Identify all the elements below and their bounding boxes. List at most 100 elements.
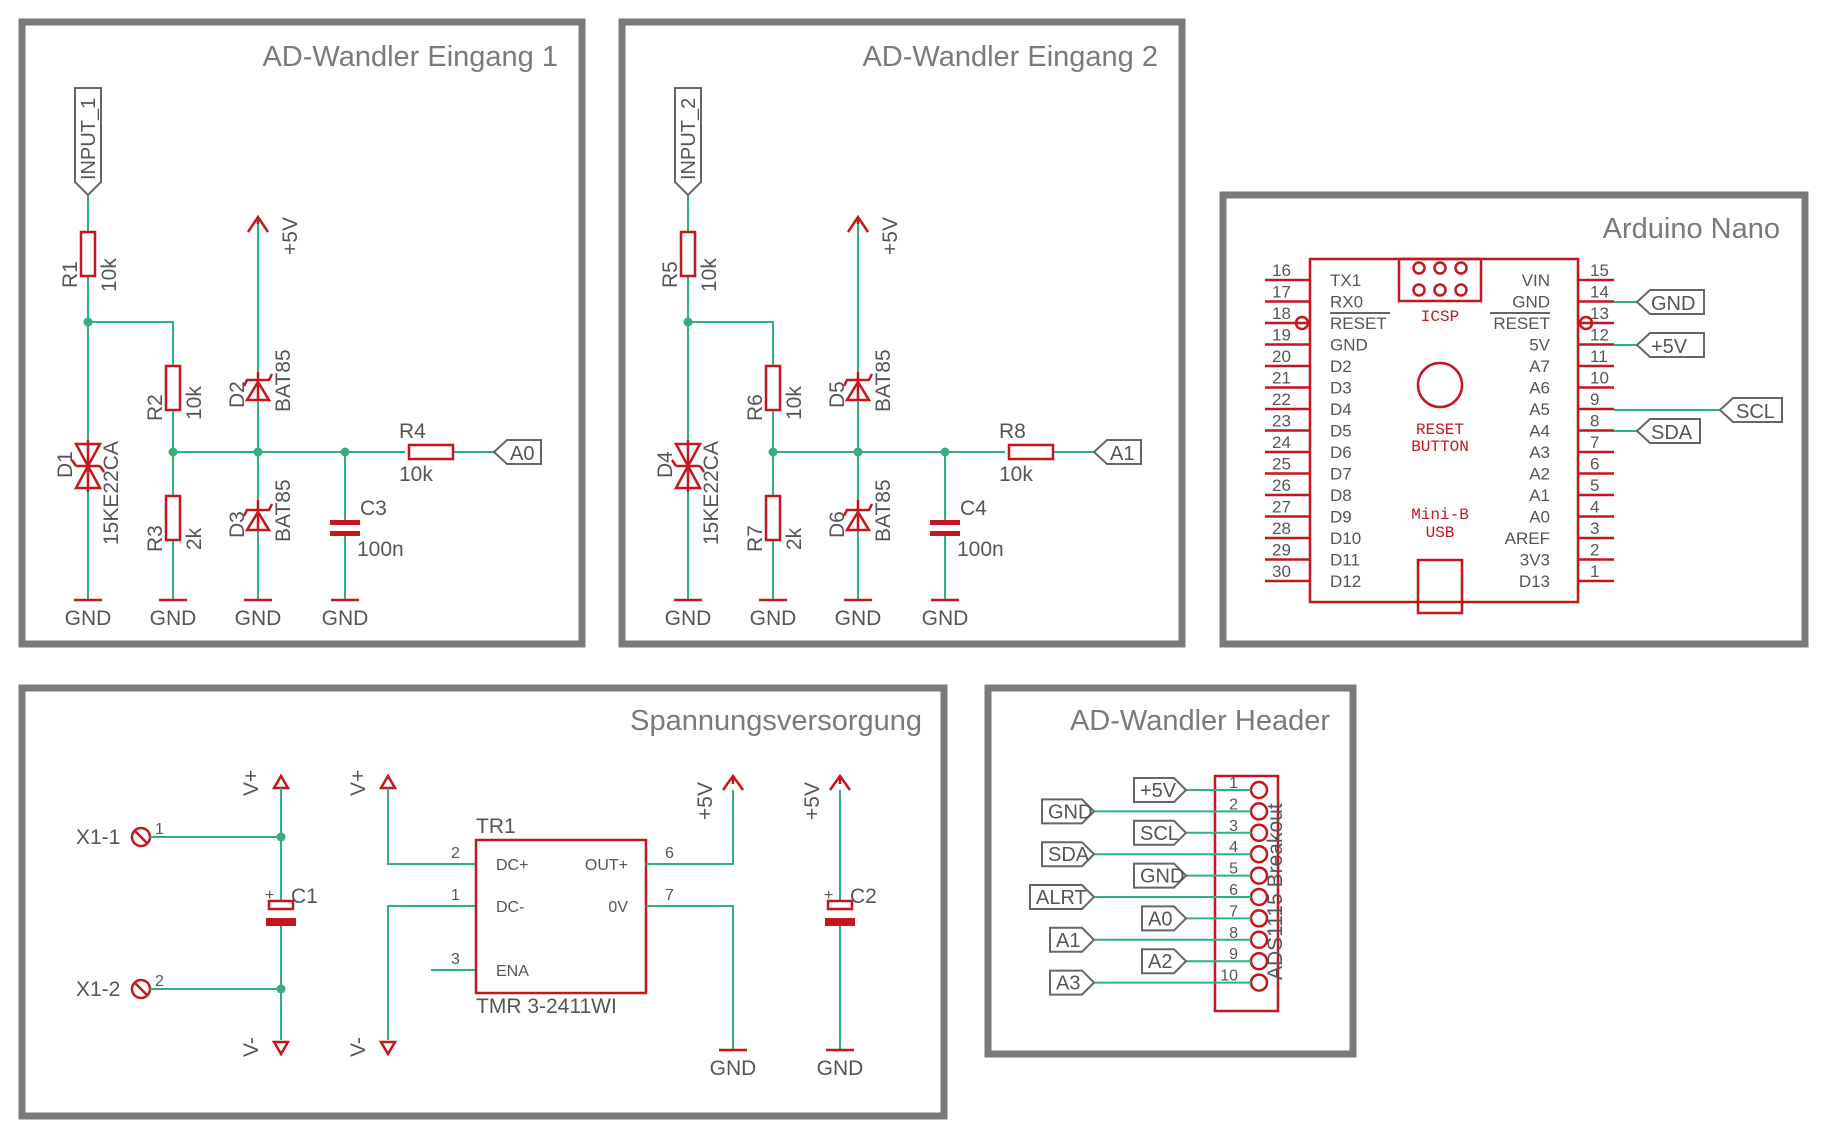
terminal-pin-1: 1 bbox=[155, 821, 164, 838]
nano-right-pin-name: A6 bbox=[1529, 379, 1550, 398]
c4-value: 100n bbox=[957, 538, 1004, 561]
dcdc-converter-tr1 bbox=[474, 838, 648, 995]
nano-right-pin-number: 15 bbox=[1590, 261, 1609, 280]
nano-left-pin-name: D7 bbox=[1330, 465, 1352, 484]
supply-5v-label-2: +5V bbox=[879, 217, 902, 255]
nano-right-pin-number: 5 bbox=[1590, 476, 1599, 495]
nano-right-pin-number: 8 bbox=[1590, 412, 1599, 431]
nano-left-pin-number: 17 bbox=[1272, 283, 1291, 302]
c3-value: 100n bbox=[357, 538, 404, 561]
net-label-sda bbox=[1635, 418, 1701, 444]
header-net-label bbox=[1041, 841, 1096, 868]
tvs-diode-d1 bbox=[70, 440, 106, 492]
diode-d3 bbox=[242, 500, 274, 532]
net-label-a0 bbox=[492, 439, 542, 465]
d6-value: BAT85 bbox=[872, 479, 895, 542]
header-pin-icon bbox=[1249, 973, 1269, 992]
r7-name: R7 bbox=[744, 525, 767, 552]
icsp-label: ICSP bbox=[1421, 308, 1459, 326]
net-label-scl bbox=[1718, 397, 1783, 423]
nano-left-pin-number: 16 bbox=[1272, 261, 1291, 280]
gnd-label: GND bbox=[710, 1057, 757, 1080]
circuit-adc-input-1: INPUT_1 R1 10k D1 15KE22CA R2 10k R3 2k bbox=[54, 87, 542, 630]
frame-adc-input-2 bbox=[618, 18, 1186, 648]
header-net-label bbox=[1049, 926, 1096, 953]
icsp-header bbox=[1397, 257, 1483, 303]
resistor-r7 bbox=[764, 494, 782, 542]
nano-left-pin-name: D8 bbox=[1330, 486, 1352, 505]
net-label-a1 bbox=[1092, 439, 1142, 465]
nano-left-pin-number: 30 bbox=[1272, 562, 1291, 581]
reset-button-icon bbox=[1416, 361, 1464, 409]
tr1-pin-outplus: OUT+ bbox=[585, 857, 628, 874]
gnd-label: GND bbox=[665, 607, 712, 630]
usb-label-2: USB bbox=[1426, 524, 1455, 542]
r5-name: R5 bbox=[659, 261, 682, 288]
c1-name: C1 bbox=[291, 885, 318, 908]
nano-right-pin-number: 9 bbox=[1590, 390, 1599, 409]
nano-left-pin-name: D9 bbox=[1330, 508, 1352, 527]
circuit-adc-input-2: INPUT_2 R5 10k D4 15KE22CA R6 10k R7 2k … bbox=[654, 87, 1142, 630]
header-net-label bbox=[1133, 777, 1188, 803]
nano-left-pin-number: 26 bbox=[1272, 476, 1291, 495]
nano-left-pin-name: D6 bbox=[1330, 443, 1352, 462]
header-pin-number: 2 bbox=[1229, 796, 1238, 813]
gnd-label: GND bbox=[322, 607, 369, 630]
nano-left-pin-number: 23 bbox=[1272, 412, 1291, 431]
header-net-label bbox=[1133, 862, 1188, 889]
diode-d2 bbox=[242, 372, 274, 402]
nano-right-pin-number: 13 bbox=[1590, 304, 1609, 323]
resistor-r6 bbox=[764, 364, 782, 412]
tr1-pin-ena: ENA bbox=[496, 963, 529, 980]
r1-name: R1 bbox=[59, 261, 82, 288]
header-net-text: ALRT bbox=[1036, 887, 1087, 909]
header-net-text: +5V bbox=[1140, 780, 1177, 802]
net-sda-text: SDA bbox=[1651, 422, 1693, 444]
r8-value: 10k bbox=[999, 463, 1033, 486]
r2-value: 10k bbox=[183, 386, 206, 420]
r4-value: 10k bbox=[399, 463, 433, 486]
r5-value: 10k bbox=[698, 258, 721, 292]
header-net-text: A0 bbox=[1148, 908, 1172, 930]
nano-right-pin-name: AREF bbox=[1505, 529, 1550, 548]
nano-right-pin-name: A7 bbox=[1529, 357, 1550, 376]
d1-name: D1 bbox=[54, 451, 77, 478]
nano-right-pin-name: A4 bbox=[1529, 422, 1550, 441]
nano-left-pin-number: 29 bbox=[1272, 541, 1291, 560]
diode-d6 bbox=[842, 500, 874, 532]
capacitor-c1 bbox=[266, 899, 296, 926]
header-connector bbox=[1213, 774, 1280, 1013]
frame-title-arduino-nano: Arduino Nano bbox=[1603, 213, 1780, 245]
header-net-text: A3 bbox=[1056, 973, 1080, 995]
tr1-pin-dcminus: DC- bbox=[496, 899, 524, 916]
supply-5v-label-3: +5V bbox=[694, 782, 717, 820]
nano-left-pin-name: GND bbox=[1330, 336, 1368, 355]
d4-name: D4 bbox=[654, 451, 677, 478]
nano-left-pin-name: D3 bbox=[1330, 379, 1352, 398]
nano-right-pin-number: 6 bbox=[1590, 455, 1599, 474]
c1-plus: + bbox=[265, 887, 274, 904]
capacitor-c4 bbox=[930, 520, 960, 536]
d1-value: 15KE22CA bbox=[100, 441, 123, 545]
frame-adc-input-1 bbox=[18, 18, 586, 648]
nano-left-pin-name: D2 bbox=[1330, 357, 1352, 376]
nano-left-pin-number: 20 bbox=[1272, 347, 1291, 366]
usb-label-1: Mini-B bbox=[1411, 506, 1469, 524]
input-1-label bbox=[74, 87, 102, 197]
gnd-label: GND bbox=[817, 1057, 864, 1080]
r6-value: 10k bbox=[783, 386, 806, 420]
reset-button-label-1: RESET bbox=[1416, 421, 1464, 439]
nano-right-pin-number: 10 bbox=[1590, 369, 1609, 388]
nano-right-pin-number: 7 bbox=[1590, 433, 1599, 452]
header-net-text: GND bbox=[1048, 801, 1092, 823]
tr1-pinnum-2: 2 bbox=[451, 845, 460, 862]
r1-value: 10k bbox=[98, 258, 121, 292]
reset-button-label-2: BUTTON bbox=[1411, 438, 1469, 456]
header-pin-number: 8 bbox=[1229, 925, 1238, 942]
gnd-label: GND bbox=[922, 607, 969, 630]
input-2-text: INPUT_2 bbox=[678, 98, 700, 180]
frame-title-adc-header: AD-Wandler Header bbox=[1070, 705, 1330, 737]
r7-value: 2k bbox=[783, 527, 806, 550]
header-net-label bbox=[1141, 905, 1188, 932]
tr1-pin-0v: 0V bbox=[608, 899, 628, 916]
